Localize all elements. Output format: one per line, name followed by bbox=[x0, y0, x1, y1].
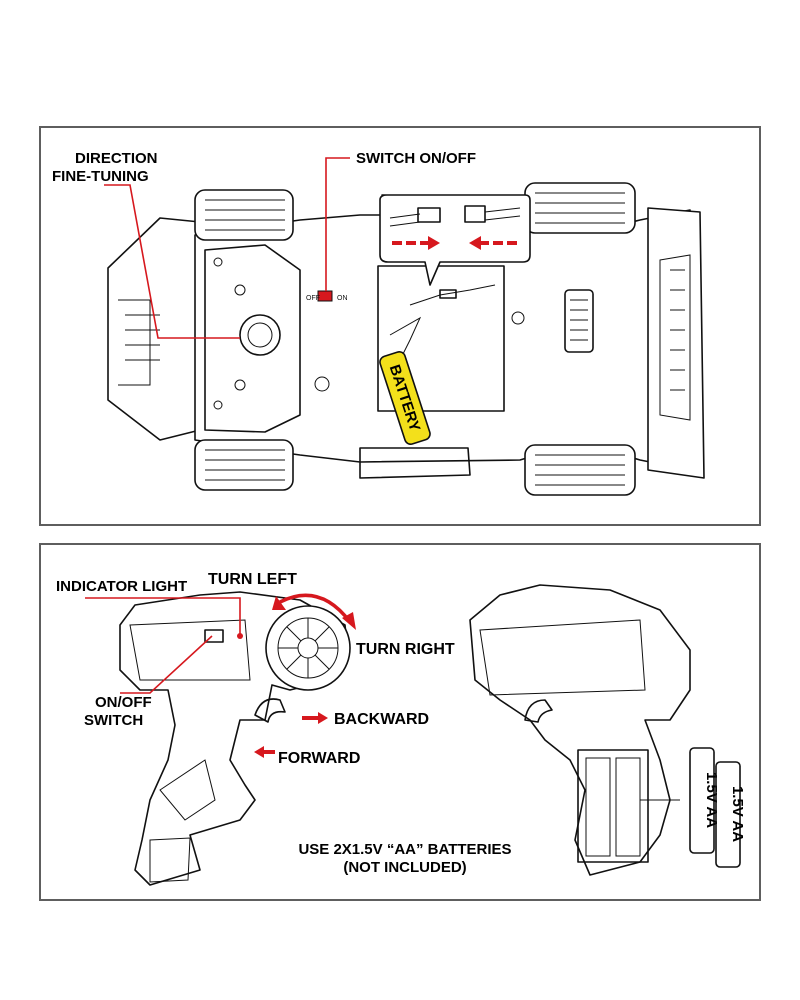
switch-off-text: OFF bbox=[306, 295, 320, 302]
connect-arrows bbox=[392, 236, 517, 250]
switch-label: SWITCH ON/OFF bbox=[356, 150, 476, 167]
controller-back-drawing bbox=[469, 584, 691, 876]
car-chassis-drawing: ON OFF BATTERY bbox=[104, 157, 705, 496]
onoff-label-line1: ON/OFF bbox=[95, 694, 152, 711]
direction-knob-icon[interactable] bbox=[239, 314, 281, 356]
indicator-light-icon bbox=[237, 633, 243, 639]
onoff-label-line2: SWITCH bbox=[84, 712, 143, 729]
turn-right-label: TURN RIGHT bbox=[356, 641, 455, 658]
battery-note-line2: (NOT INCLUDED) bbox=[343, 859, 466, 876]
backward-label: BACKWARD bbox=[334, 711, 429, 728]
battery-note-line1: USE 2X1.5V “AA” BATTERIES bbox=[298, 841, 511, 858]
switch-on-text: ON bbox=[337, 295, 348, 302]
controller-front-drawing bbox=[85, 591, 356, 886]
aa-battery-right: 1.5V AA bbox=[715, 761, 746, 868]
front-right-wheel bbox=[194, 439, 294, 491]
power-switch-icon[interactable] bbox=[317, 290, 333, 302]
indicator-light-label: INDICATOR LIGHT bbox=[56, 578, 187, 595]
turn-left-label: TURN LEFT bbox=[208, 571, 297, 588]
controller-battery-compartment bbox=[577, 749, 649, 863]
front-left-wheel bbox=[194, 189, 294, 241]
direction-label-line2: FINE-TUNING bbox=[52, 168, 149, 185]
onoff-switch-icon[interactable] bbox=[204, 629, 224, 643]
forward-label: FORWARD bbox=[278, 750, 360, 767]
controller-panel bbox=[39, 543, 761, 901]
rear-right-wheel bbox=[524, 444, 636, 496]
battery-cell-text-2: 1.5V AA bbox=[729, 786, 746, 842]
rear-left-wheel bbox=[524, 182, 636, 234]
direction-label-line1: DIRECTION bbox=[75, 150, 158, 167]
